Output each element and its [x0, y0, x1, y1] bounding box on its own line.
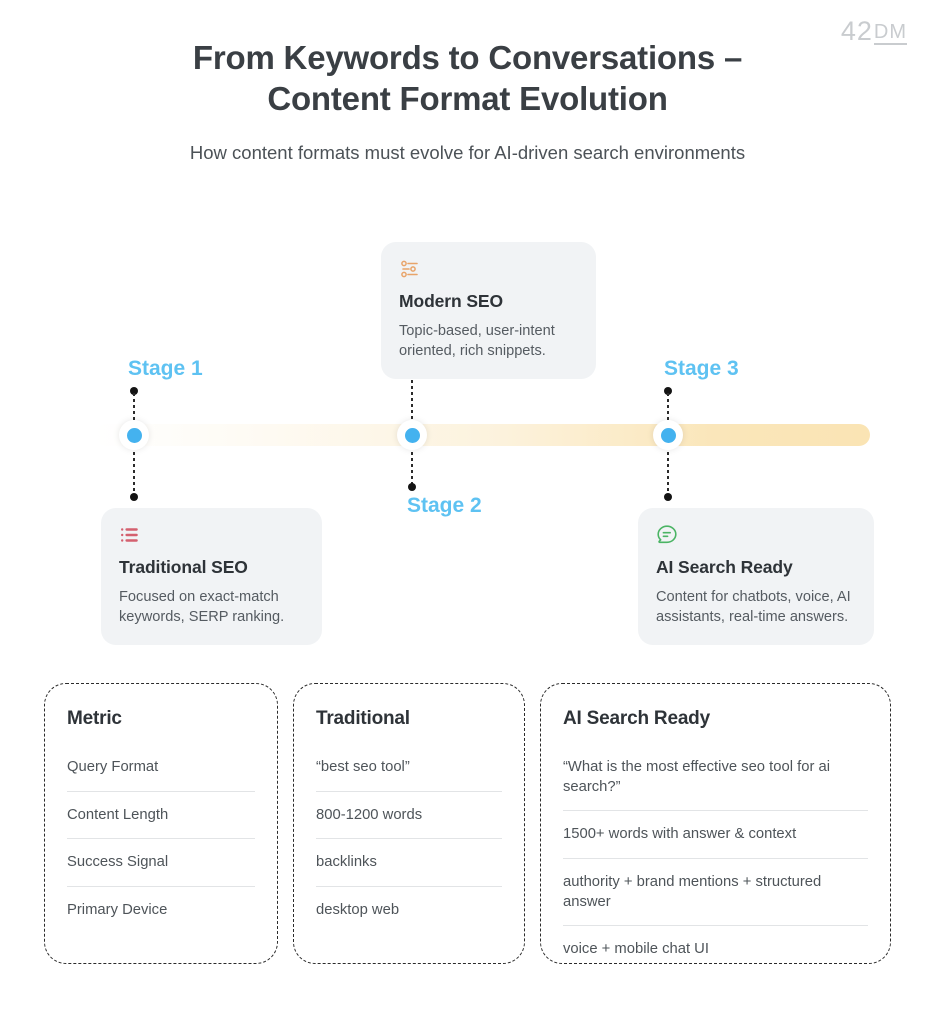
table-row: Content Length [67, 806, 255, 840]
card-title: AI Search Ready [656, 557, 793, 577]
table-row: Primary Device [67, 902, 168, 919]
card-description: Topic-based, user-intent oriented, rich … [399, 323, 555, 360]
page-subtitle: How content formats must evolve for AI-d… [189, 142, 746, 163]
stage-1-top-connector [133, 393, 135, 421]
list-icon [119, 524, 304, 546]
page-title-line-2: Content Format Evolution [267, 79, 668, 117]
stage-3-node-dot [660, 427, 676, 443]
stage-1-bottom-enddot [130, 493, 138, 501]
stage-3-node [653, 420, 683, 450]
card-title: Traditional SEO [119, 557, 248, 577]
stage-3-bottom-enddot [664, 493, 672, 501]
table-row: voice + mobile chat UI [563, 941, 709, 958]
stage-2-node [397, 420, 427, 450]
column-header: AI Search Ready [563, 708, 710, 729]
table-row: desktop web [316, 902, 400, 919]
comparison-column-ai-search-ready: AI Search Ready “What is the most effect… [540, 683, 891, 964]
table-row: “What is the most effective seo tool for… [563, 758, 868, 812]
chat-bubble-icon [656, 524, 856, 546]
page-title-line-1: From Keywords to Conversations – [192, 39, 743, 76]
comparison-column-traditional: Traditional “best seo tool” 800-1200 wor… [293, 683, 525, 964]
stage-3-bottom-connector [667, 452, 669, 494]
stage-2-bottom-connector [411, 452, 413, 484]
stage-1-node-dot [126, 427, 142, 443]
table-row: authority + brand mentions + structured … [563, 873, 868, 927]
table-row: 1500+ words with answer & context [563, 825, 868, 860]
table-row: Query Format [67, 758, 255, 792]
column-header: Traditional [316, 708, 410, 729]
card-description: Content for chatbots, voice, AI assistan… [656, 589, 851, 626]
stage-1-bottom-connector [133, 452, 135, 494]
logo-text-dm: DM [873, 21, 907, 45]
logo-text-42: 42 [840, 16, 873, 46]
sliders-icon [399, 258, 578, 280]
card-description: Focused on exact-match keywords, SERP ra… [119, 589, 285, 626]
stage-3-top-enddot [664, 387, 672, 395]
table-row: “best seo tool” [316, 758, 502, 792]
page-title: From Keywords to Conversations – Content… [0, 38, 935, 120]
stage-3-top-connector [667, 393, 669, 421]
card-title: Modern SEO [399, 291, 504, 311]
timeline-bar [95, 424, 870, 446]
column-header: Metric [67, 708, 122, 729]
stage-3-label: Stage 3 [664, 357, 739, 380]
stage-2-label: Stage 2 [407, 494, 482, 517]
stage-2-node-dot [404, 427, 420, 443]
table-row: backlinks [316, 853, 502, 888]
stage-1-node [119, 420, 149, 450]
stage-2-top-connector [411, 374, 413, 421]
table-row: Success Signal [67, 853, 255, 888]
timeline-card-modern-seo: Modern SEO Topic-based, user-intent orie… [381, 242, 596, 380]
comparison-column-metric: Metric Query Format Content Length Succe… [44, 683, 278, 964]
timeline-card-traditional-seo: Traditional SEO Focused on exact-match k… [101, 508, 322, 646]
stage-1-top-enddot [130, 387, 138, 395]
timeline-card-ai-search-ready: AI Search Ready Content for chatbots, vo… [638, 508, 874, 646]
table-row: 800-1200 words [316, 806, 502, 840]
stage-1-label: Stage 1 [128, 357, 203, 380]
stage-2-bottom-enddot [408, 483, 416, 491]
